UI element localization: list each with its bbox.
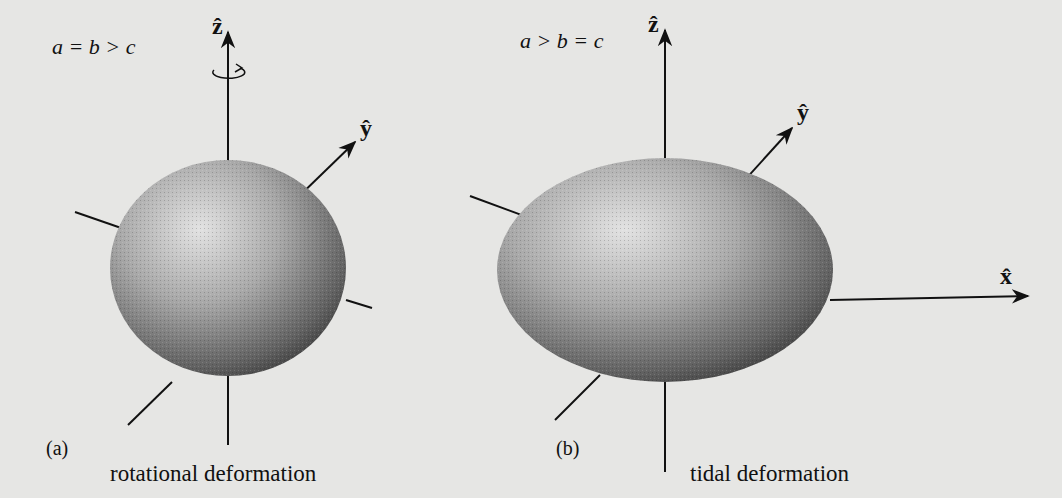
panel-letter: (a) — [46, 438, 68, 458]
shape-condition: a > b = c — [520, 30, 603, 52]
rotation-arrow — [213, 64, 245, 78]
axis-label: ẑ — [212, 14, 223, 38]
panel-caption: rotational deformation — [110, 462, 316, 485]
prolate-ellipsoid — [497, 158, 833, 382]
panel-letter: (b) — [556, 438, 579, 458]
axis-label: ŷ — [797, 100, 809, 124]
shape-condition: a = b > c — [52, 36, 135, 58]
axis-lines-front — [128, 296, 1028, 472]
oblate-ellipsoid — [110, 160, 346, 376]
axis-label: x̂ — [1000, 264, 1012, 288]
panel-caption: tidal deformation — [690, 462, 849, 485]
axis-label: ẑ — [648, 12, 659, 36]
axis-label: ŷ — [360, 116, 372, 140]
